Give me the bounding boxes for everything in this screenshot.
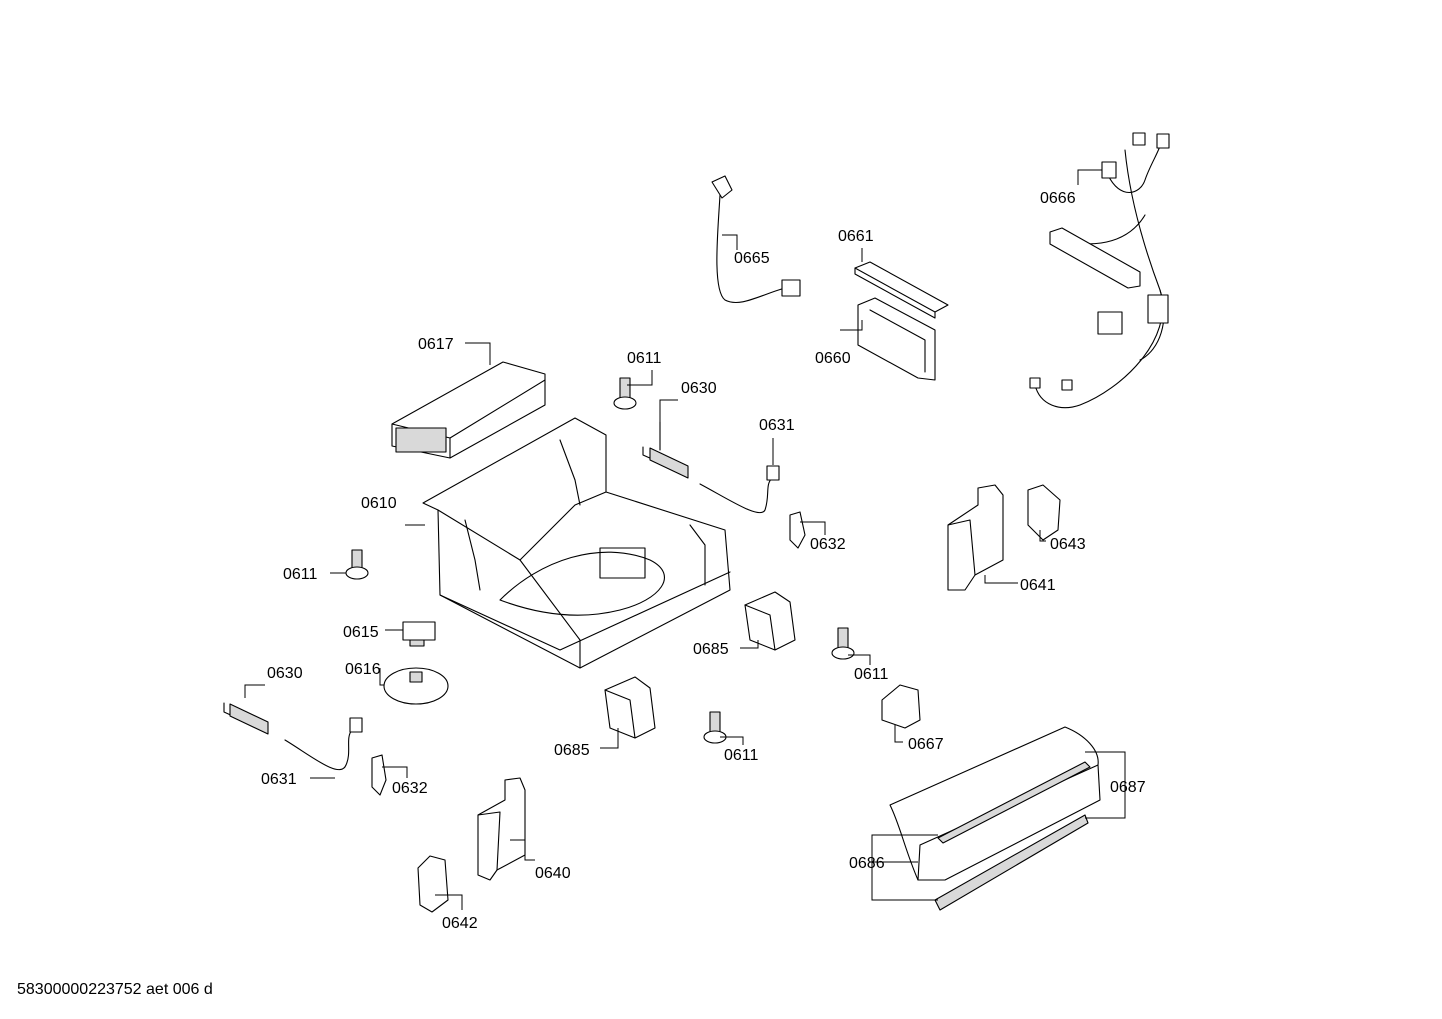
callout-0611-a: 0611 — [627, 350, 662, 367]
part-0615-switch — [402, 621, 436, 647]
part-0661-strip — [854, 261, 949, 319]
part-0660-module — [857, 297, 936, 381]
leader-0611-d — [720, 736, 744, 745]
callout-0642: 0642 — [442, 915, 478, 932]
part-0611-screw-b — [345, 549, 369, 580]
callout-0665: 0665 — [734, 250, 770, 267]
part-0642-holder — [417, 855, 449, 913]
callout-0616: 0616 — [345, 661, 381, 678]
part-0616-float — [383, 667, 449, 705]
callout-0611-c: 0611 — [854, 666, 889, 683]
leader-0686 — [871, 834, 938, 901]
callout-0630-a: 0630 — [681, 380, 717, 397]
callout-0615: 0615 — [343, 624, 379, 641]
part-0617-cover — [391, 361, 546, 459]
callout-0643: 0643 — [1050, 536, 1086, 553]
callout-0611-b: 0611 — [283, 566, 318, 583]
callout-0631-b: 0631 — [261, 771, 297, 788]
callout-0617: 0617 — [418, 336, 454, 353]
leader-0660 — [840, 320, 863, 331]
callout-0685-b: 0685 — [554, 742, 590, 759]
callout-0685-a: 0685 — [693, 641, 729, 658]
callout-0687: 0687 — [1110, 779, 1146, 796]
part-0643-bracket — [1027, 484, 1061, 541]
callout-0632-a: 0632 — [810, 536, 846, 553]
part-0631-cable-b — [284, 717, 363, 771]
part-0610-base-tub — [422, 417, 731, 669]
part-0685-foot-b — [604, 676, 656, 739]
callout-0660: 0660 — [815, 350, 851, 367]
leader-0687 — [1085, 751, 1126, 819]
part-0686-plinth — [889, 726, 1101, 911]
document-id: 58300000223752 aet 006 d — [17, 981, 213, 998]
part-0630-spring-a — [642, 421, 689, 479]
callout-0666: 0666 — [1040, 190, 1076, 207]
part-0641-bracket — [947, 484, 1004, 591]
part-0632-clip-a — [789, 511, 806, 549]
leader-0632-a — [800, 521, 826, 535]
callout-0661: 0661 — [838, 228, 874, 245]
leader-0685-b — [600, 728, 619, 749]
leader-0642 — [435, 894, 463, 910]
leader-0632-b — [382, 766, 408, 778]
callout-0667: 0667 — [908, 736, 944, 753]
callout-0630-b: 0630 — [267, 665, 303, 682]
part-0611-screw-d — [703, 711, 727, 744]
callout-0611-d: 0611 — [724, 747, 759, 764]
leader-0617 — [465, 342, 491, 365]
callout-0610: 0610 — [361, 495, 397, 512]
part-0685-foot-a — [744, 591, 796, 651]
part-0666-wiring-harness — [1029, 132, 1170, 409]
part-0611-screw-c — [831, 627, 855, 660]
leader-0665 — [722, 234, 738, 250]
leader-0666 — [1077, 169, 1102, 185]
part-0631-cable-a — [699, 465, 780, 514]
leader-0685-a — [740, 640, 759, 649]
leader-0630-a — [659, 399, 678, 422]
leader-0640 — [510, 839, 535, 861]
leader-0611-c — [848, 654, 871, 665]
callout-0686: 0686 — [849, 855, 885, 872]
callout-0632-b: 0632 — [392, 780, 428, 797]
part-0640-bracket — [477, 777, 526, 881]
leader-0641 — [984, 575, 1018, 584]
leader-0616 — [379, 668, 384, 686]
part-0611-screw-a — [613, 377, 637, 410]
part-0665-power-cord — [711, 175, 801, 304]
callout-0631-a: 0631 — [759, 417, 795, 434]
part-0632-clip-b — [371, 754, 387, 796]
leader-0667 — [894, 725, 903, 743]
part-0630-spring-b — [223, 702, 269, 735]
callout-0641: 0641 — [1020, 577, 1056, 594]
leader-0643 — [1039, 530, 1046, 542]
leader-0611-a — [627, 370, 653, 386]
leader-0630-b — [244, 684, 265, 698]
callout-0640: 0640 — [535, 865, 571, 882]
part-0667-connector — [881, 684, 921, 729]
